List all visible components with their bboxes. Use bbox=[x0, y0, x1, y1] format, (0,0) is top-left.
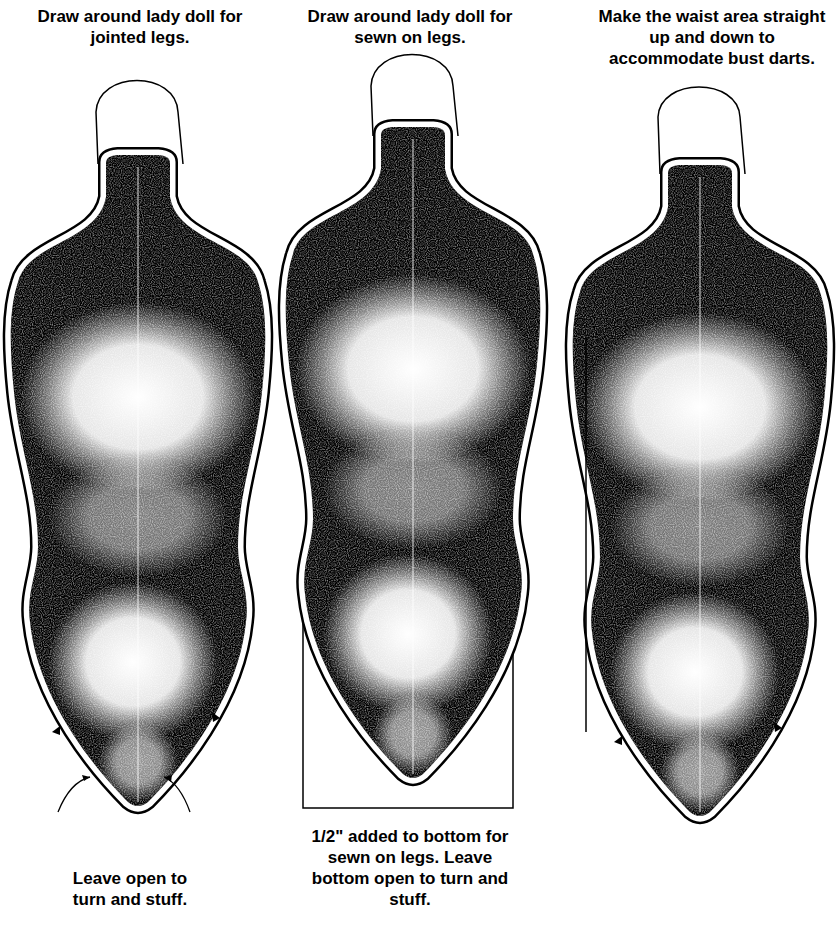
instruction-label: Draw around lady doll for sewn on legs. bbox=[285, 6, 535, 48]
instruction-label: Make the waist area straight up and down… bbox=[592, 6, 832, 69]
note-label: Leave open to turn and stuff. bbox=[55, 868, 205, 910]
instruction-label: Draw around lady doll for jointed legs. bbox=[15, 6, 265, 48]
note-label: 1/2" added to bottom for sewn on legs. L… bbox=[300, 826, 520, 910]
